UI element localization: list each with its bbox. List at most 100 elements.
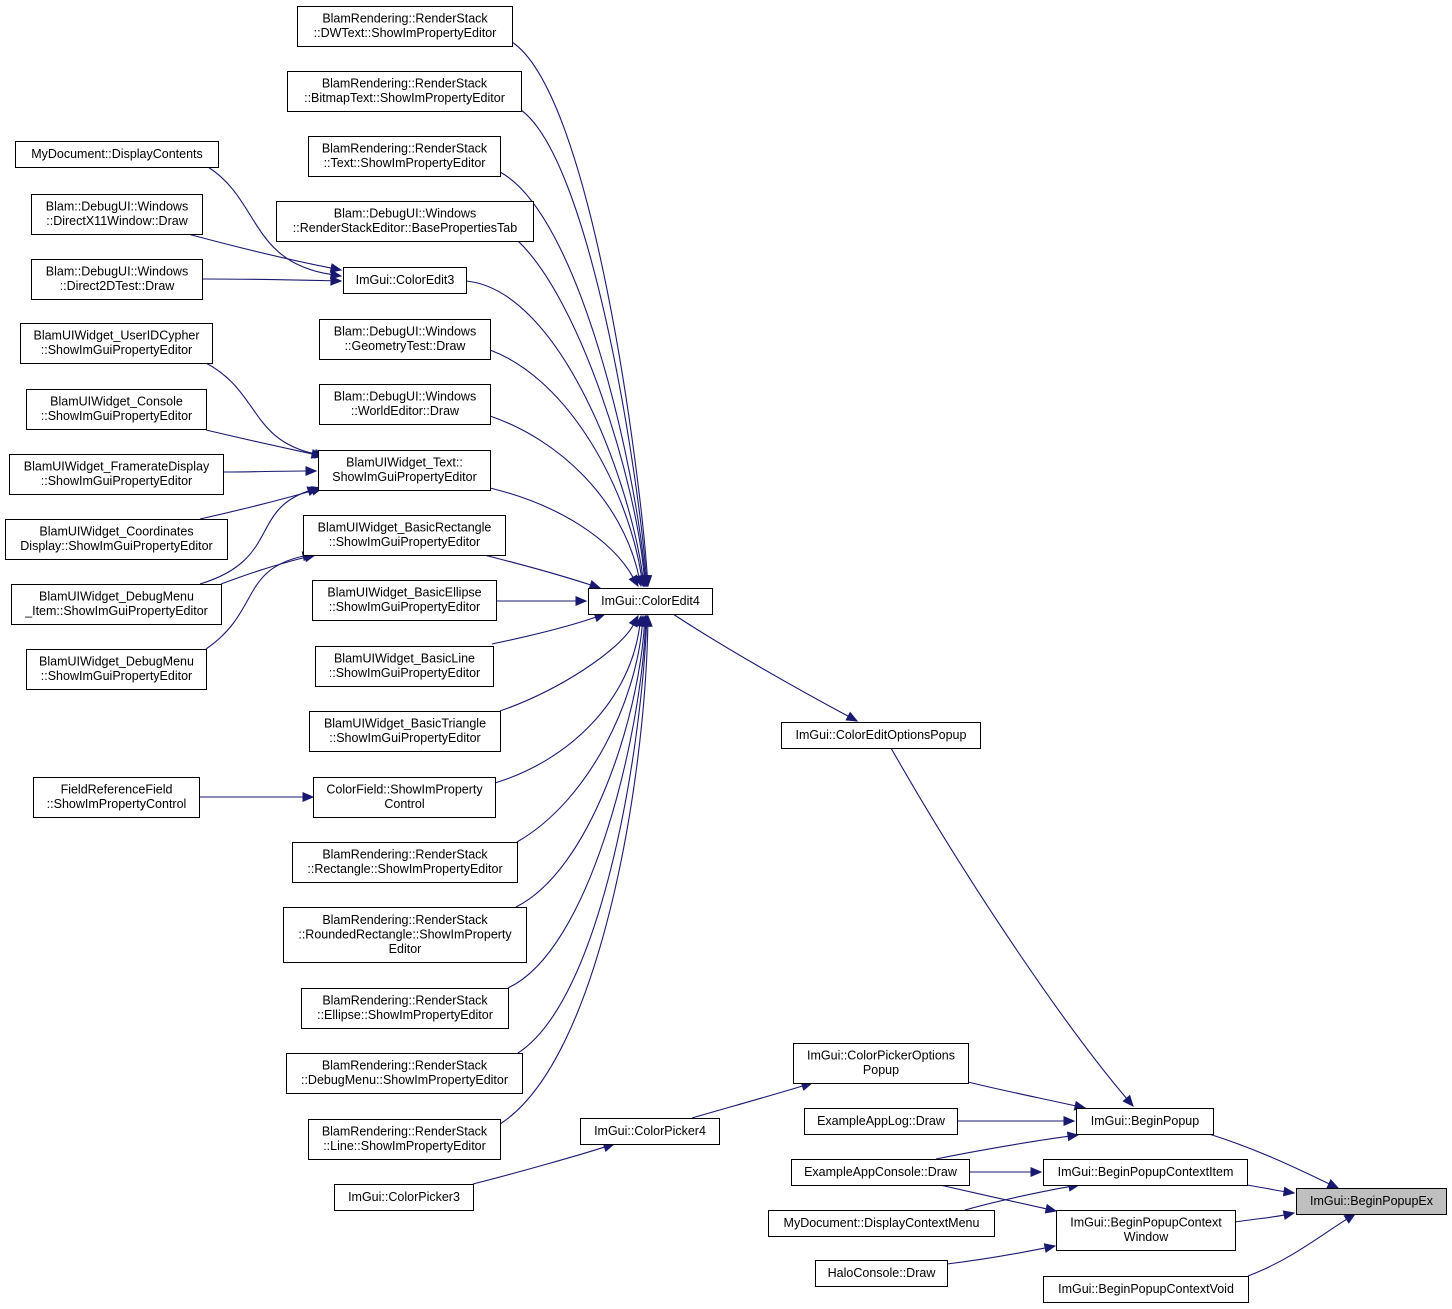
node-box[interactable] <box>20 323 213 364</box>
node-dx11[interactable]: Blam::DebugUI::Windows::DirectX11Window:… <box>31 194 203 235</box>
node-box[interactable] <box>26 649 207 690</box>
node-box[interactable] <box>31 259 203 300</box>
node-bitmaptext[interactable]: BlamRendering::RenderStack::BitmapText::… <box>287 71 522 112</box>
node-box[interactable] <box>315 646 494 687</box>
node-box[interactable] <box>309 711 501 752</box>
node-ctxitem[interactable]: ImGui::BeginPopupContextItem <box>1043 1159 1248 1186</box>
node-framerate[interactable]: BlamUIWidget_FramerateDisplay::ShowImGui… <box>9 454 224 495</box>
node-box[interactable] <box>9 454 224 495</box>
node-box[interactable] <box>319 384 491 425</box>
node-box[interactable] <box>301 988 509 1029</box>
node-haloconsole[interactable]: HaloConsole::Draw <box>815 1260 948 1287</box>
node-box[interactable] <box>1043 1159 1248 1186</box>
arrowhead-icon <box>330 275 343 286</box>
edge-line <box>494 625 641 784</box>
node-uitext[interactable]: BlamUIWidget_Text::ShowImGuiPropertyEdit… <box>318 450 491 491</box>
node-box[interactable] <box>580 1118 720 1145</box>
node-rsellipse[interactable]: BlamRendering::RenderStack::Ellipse::Sho… <box>301 988 509 1029</box>
node-box[interactable] <box>308 1119 501 1160</box>
node-box[interactable] <box>276 201 534 242</box>
node-basicline[interactable]: BlamUIWidget_BasicLine::ShowImGuiPropert… <box>315 646 494 687</box>
node-debugmenu_w[interactable]: BlamUIWidget_DebugMenu::ShowImGuiPropert… <box>26 649 207 690</box>
edge-line <box>499 624 634 712</box>
edge-line <box>1247 1218 1347 1277</box>
node-box[interactable] <box>815 1260 948 1287</box>
node-box[interactable] <box>26 389 207 430</box>
node-rsdebugmenu[interactable]: BlamRendering::RenderStack::DebugMenu::S… <box>286 1053 523 1094</box>
node-mydoc_ctx[interactable]: MyDocument::DisplayContextMenu <box>768 1210 995 1237</box>
edge-colorpickeroptions-to-beginpopup <box>967 1081 1087 1111</box>
node-colorpicker3[interactable]: ImGui::ColorPicker3 <box>334 1184 474 1211</box>
node-box[interactable] <box>1076 1108 1214 1135</box>
node-rsrect[interactable]: BlamRendering::RenderStack::Rectangle::S… <box>292 842 518 883</box>
node-box[interactable] <box>1043 1276 1249 1303</box>
node-worldeditor[interactable]: Blam::DebugUI::Windows::WorldEditor::Dra… <box>319 384 491 425</box>
node-ctxvoid[interactable]: ImGui::BeginPopupContextVoid <box>1043 1276 1249 1303</box>
node-debugmenu_item[interactable]: BlamUIWidget_DebugMenu_Item::ShowImGuiPr… <box>11 584 222 625</box>
edge-dx11-to-coloredit3 <box>187 233 343 273</box>
node-rsline[interactable]: BlamRendering::RenderStack::Line::ShowIm… <box>308 1119 501 1160</box>
node-applog[interactable]: ExampleAppLog::Draw <box>804 1108 958 1135</box>
node-box[interactable] <box>15 141 219 168</box>
node-coloredit4[interactable]: ImGui::ColorEdit4 <box>588 588 713 615</box>
edge-line <box>205 555 304 650</box>
node-box[interactable] <box>308 136 501 177</box>
arrowhead-icon <box>1282 1186 1296 1197</box>
node-geomtest[interactable]: Blam::DebugUI::Windows::GeometryTest::Dr… <box>319 319 491 360</box>
node-beginpopup[interactable]: ImGui::BeginPopup <box>1076 1108 1214 1135</box>
node-box[interactable] <box>768 1210 995 1237</box>
node-box[interactable] <box>5 519 228 560</box>
node-label-line: BlamUIWidget_BasicTriangle <box>324 717 486 731</box>
node-coloreditoptions[interactable]: ImGui::ColorEditOptionsPopup <box>781 722 981 749</box>
node-label-line: ::Text::ShowImPropertyEditor <box>324 156 486 170</box>
node-box[interactable] <box>297 6 513 47</box>
node-box[interactable] <box>343 267 467 294</box>
node-box[interactable] <box>11 584 222 625</box>
node-box[interactable] <box>588 588 713 615</box>
node-box[interactable] <box>318 450 491 491</box>
node-box[interactable] <box>804 1108 958 1135</box>
node-box[interactable] <box>283 907 527 963</box>
arrowhead-icon <box>302 792 315 802</box>
arrowhead-icon <box>1044 1203 1058 1214</box>
node-basicrect[interactable]: BlamUIWidget_BasicRectangle::ShowImGuiPr… <box>303 515 506 556</box>
node-console[interactable]: BlamUIWidget_Console::ShowImGuiPropertyE… <box>26 389 207 430</box>
edge-debugmenu_item-to-uitext <box>199 486 320 585</box>
node-beginpopupex[interactable]: ImGui::BeginPopupEx <box>1296 1188 1447 1215</box>
node-appconsole[interactable]: ExampleAppConsole::Draw <box>791 1159 970 1186</box>
node-coords[interactable]: BlamUIWidget_CoordinatesDisplay::ShowImG… <box>5 519 228 560</box>
node-mydoc_display[interactable]: MyDocument::DisplayContents <box>15 141 219 168</box>
node-box[interactable] <box>791 1159 970 1186</box>
node-colorpicker4[interactable]: ImGui::ColorPicker4 <box>580 1118 720 1145</box>
node-box[interactable] <box>319 319 491 360</box>
node-colorfield[interactable]: ColorField::ShowImPropertyControl <box>313 777 496 818</box>
node-box[interactable] <box>793 1043 969 1084</box>
node-useridcypher[interactable]: BlamUIWidget_UserIDCypher::ShowImGuiProp… <box>20 323 213 364</box>
node-rsrounded[interactable]: BlamRendering::RenderStack::RoundedRecta… <box>283 907 527 963</box>
node-box[interactable] <box>1056 1210 1236 1251</box>
node-box[interactable] <box>313 777 496 818</box>
node-box[interactable] <box>312 580 497 621</box>
node-baseprops[interactable]: Blam::DebugUI::Windows::RenderStackEdito… <box>276 201 534 242</box>
node-coloredit3[interactable]: ImGui::ColorEdit3 <box>343 267 467 294</box>
node-box[interactable] <box>287 71 522 112</box>
node-rstext[interactable]: BlamRendering::RenderStack::Text::ShowIm… <box>308 136 501 177</box>
node-box[interactable] <box>286 1053 523 1094</box>
node-box[interactable] <box>1296 1188 1447 1215</box>
node-box[interactable] <box>303 515 506 556</box>
node-basicellipse[interactable]: BlamUIWidget_BasicEllipse::ShowImGuiProp… <box>312 580 497 621</box>
edge-line <box>220 556 306 585</box>
node-box[interactable] <box>292 842 518 883</box>
node-basictri[interactable]: BlamUIWidget_BasicTriangle::ShowImGuiPro… <box>309 711 501 752</box>
node-box[interactable] <box>31 194 203 235</box>
node-dwtext[interactable]: BlamRendering::RenderStack::DWText::Show… <box>297 6 513 47</box>
node-label-line: BlamRendering::RenderStack <box>322 142 488 156</box>
node-fieldref[interactable]: FieldReferenceField::ShowImPropertyContr… <box>33 777 200 818</box>
node-box[interactable] <box>33 777 200 818</box>
node-box[interactable] <box>334 1184 474 1211</box>
node-d2d[interactable]: Blam::DebugUI::Windows::Direct2DTest::Dr… <box>31 259 203 300</box>
node-label-line: ::DirectX11Window::Draw <box>46 214 188 228</box>
node-box[interactable] <box>781 722 981 749</box>
